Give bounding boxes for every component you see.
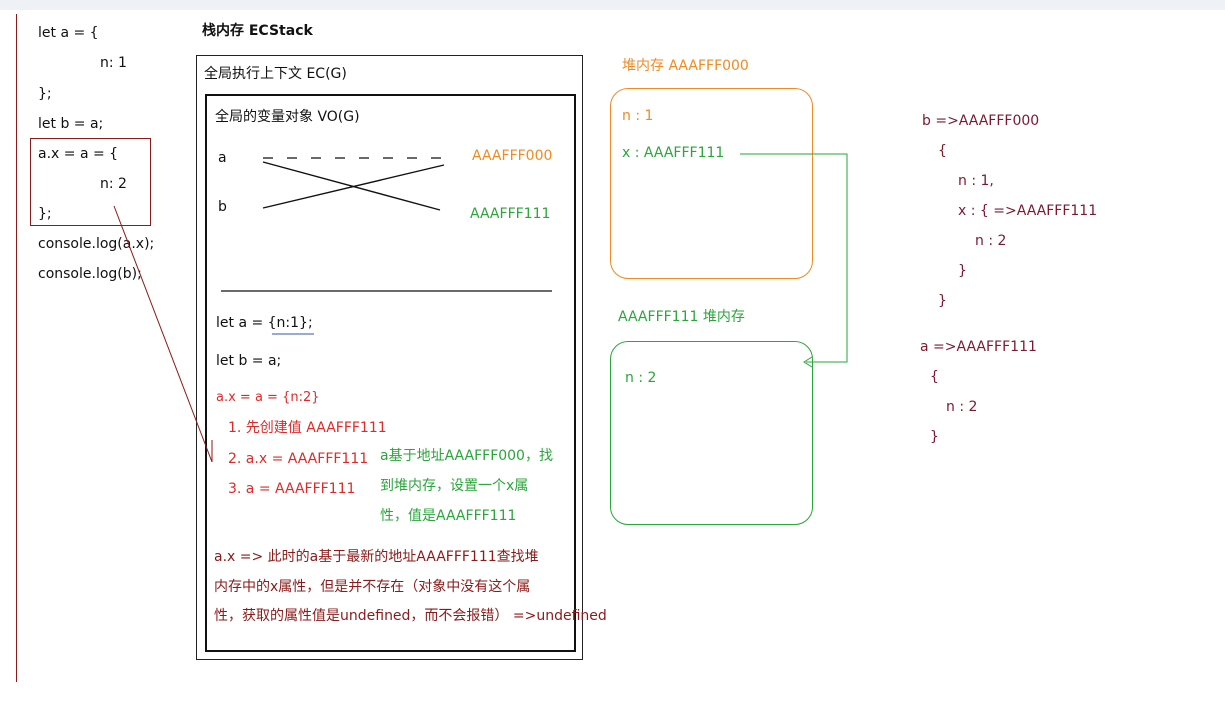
code-line: console.log(a.x); [38, 236, 155, 252]
code-line: n: 2 [100, 176, 127, 192]
code-line: n: 1 [100, 55, 127, 71]
explain-line: 性，获取的属性值是undefined，而不会报错） =>undefined [214, 608, 607, 624]
step-line-3: a.x = a = {n:2} [216, 390, 320, 405]
var-a-label: a [218, 150, 227, 166]
addr-aaafff000: AAAFFF000 [472, 148, 553, 164]
heap2-title: AAAFFF111 堆内存 [618, 309, 745, 325]
addr-aaafff111: AAAFFF111 [470, 206, 551, 222]
step-3: 3. a = AAAFFF111 [228, 481, 356, 497]
step-1: 1. 先创建值 AAAFFF111 [228, 420, 387, 436]
explain-line: 内存中的x属性，但是并不存在（对象中没有这个属 [214, 579, 531, 595]
step-2: 2. a.x = AAAFFF111 [228, 451, 369, 467]
result-a-line: n : 2 [946, 399, 978, 415]
result-a-line: { [930, 369, 939, 385]
b-cross-line [262, 164, 445, 209]
left-margin-rule [16, 14, 17, 682]
explain-line: a.x => 此时的a基于最新的地址AAAFFF111查找堆 [214, 549, 539, 565]
result-b-line: { [938, 143, 947, 159]
stack-title: 栈内存 ECStack [202, 23, 313, 39]
result-a-line: a =>AAAFFF111 [920, 339, 1037, 355]
result-b-line: b =>AAAFFF000 [922, 113, 1040, 129]
heap1-title: 堆内存 AAAFFF000 [622, 58, 749, 74]
a-cross-line [262, 161, 441, 211]
ec-global-box [196, 55, 583, 660]
step-line-2: let b = a; [216, 353, 282, 369]
note-line: 到堆内存，设置一个x属 [380, 478, 529, 494]
code-line: let b = a; [38, 116, 104, 132]
result-b-line: } [958, 263, 967, 279]
vo-title: 全局的变量对象 VO(G) [215, 109, 360, 125]
ec-title: 全局执行上下文 EC(G) [204, 66, 347, 82]
heap2-prop-n: n : 2 [625, 370, 657, 386]
top-toolbar-strip [0, 0, 1225, 10]
result-b-line: n : 2 [975, 233, 1007, 249]
code-line: a.x = a = { [38, 146, 119, 162]
result-b-line: n : 1, [958, 173, 994, 189]
heap2-box [610, 341, 813, 525]
var-b-label: b [218, 199, 227, 215]
result-b-line: x : { =>AAAFFF111 [958, 203, 1098, 219]
note-line: 性，值是AAAFFF111 [380, 508, 517, 524]
highlighted-code-box [30, 138, 151, 226]
code-to-step-arrow [113, 205, 213, 463]
code-line: let a = { [38, 25, 99, 41]
result-b-line: } [938, 293, 947, 309]
note-line: a基于地址AAAFFF000，找 [380, 448, 553, 464]
heap1-box [610, 88, 813, 279]
heap1-prop-n: n : 1 [622, 108, 654, 124]
code-line: }; [38, 206, 52, 222]
code-line: console.log(b); [38, 266, 142, 282]
code-line: }; [38, 86, 52, 102]
vo-global-box [205, 94, 576, 652]
heap-link-line [740, 153, 848, 363]
result-a-line: } [930, 429, 939, 445]
heap-link-arrowhead [803, 356, 813, 368]
step-line-1: let a = {n:1}; [216, 315, 313, 331]
heap1-prop-x: x : AAAFFF111 [622, 145, 725, 161]
